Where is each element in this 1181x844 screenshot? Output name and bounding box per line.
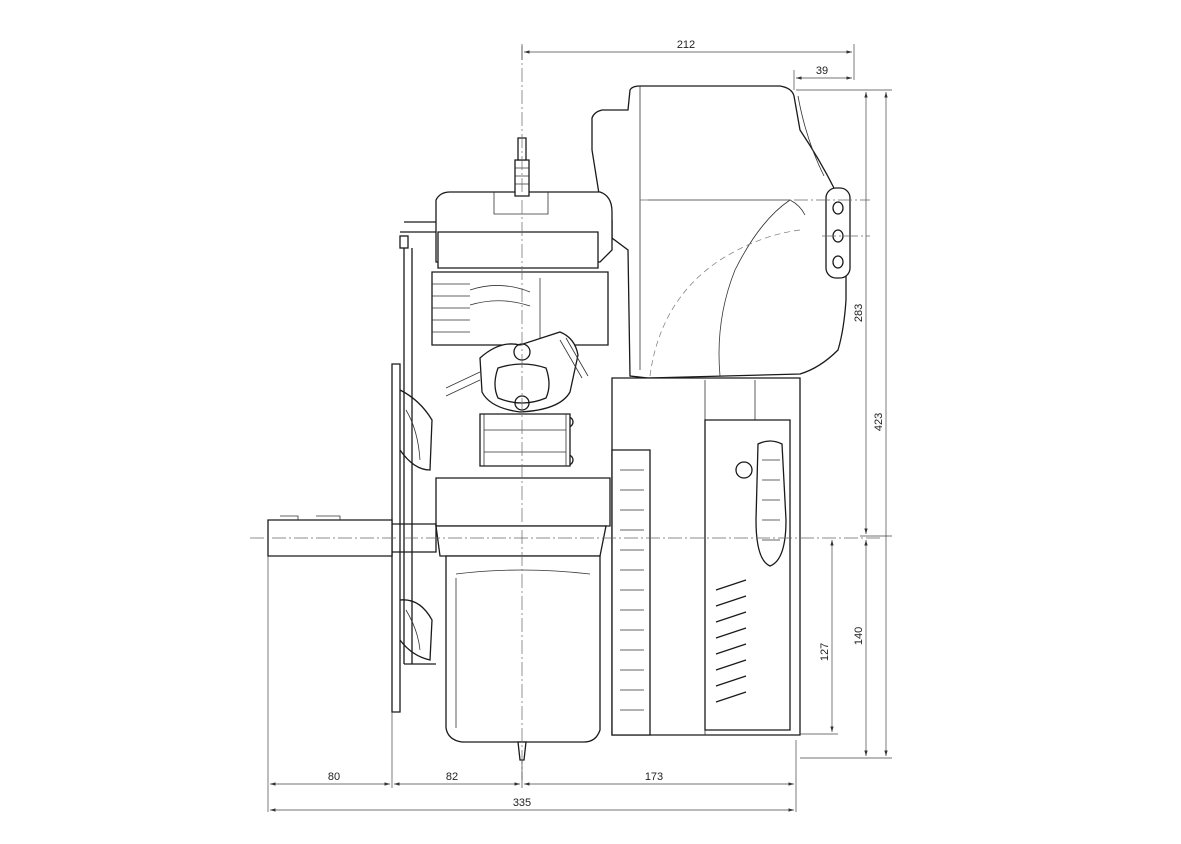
cylinder-fins <box>431 271 609 346</box>
crankcase <box>611 377 801 736</box>
fuel-tank-top <box>435 477 611 557</box>
dim-top-offset: 39 <box>816 65 828 77</box>
dim-shaft-length: 80 <box>328 771 340 783</box>
dim-flange-to-rear: 173 <box>645 771 663 783</box>
dim-total-length: 335 <box>513 797 531 809</box>
blower-housing <box>591 85 851 379</box>
mounting-frame <box>391 221 436 713</box>
fuel-tank <box>445 555 601 761</box>
dimension-labels: 212 39 283 423 140 127 80 82 173 335 <box>328 39 885 809</box>
dim-top-width: 212 <box>677 39 695 51</box>
dim-shaft-to-base: 127 <box>819 643 831 661</box>
dim-cover-height: 283 <box>853 304 865 322</box>
cylinder-head <box>435 137 613 269</box>
dim-total-height: 423 <box>873 413 885 431</box>
center-lines <box>250 46 880 780</box>
dim-shaft-height: 140 <box>853 627 865 645</box>
flywheel-fins <box>611 449 651 736</box>
output-shaft <box>267 515 437 557</box>
dimension-lines <box>267 44 892 812</box>
intake-band <box>479 413 571 467</box>
engine-outline <box>267 85 851 761</box>
carburetor <box>445 331 589 466</box>
dim-flange-offset: 82 <box>446 771 458 783</box>
fan-blades <box>399 389 433 661</box>
